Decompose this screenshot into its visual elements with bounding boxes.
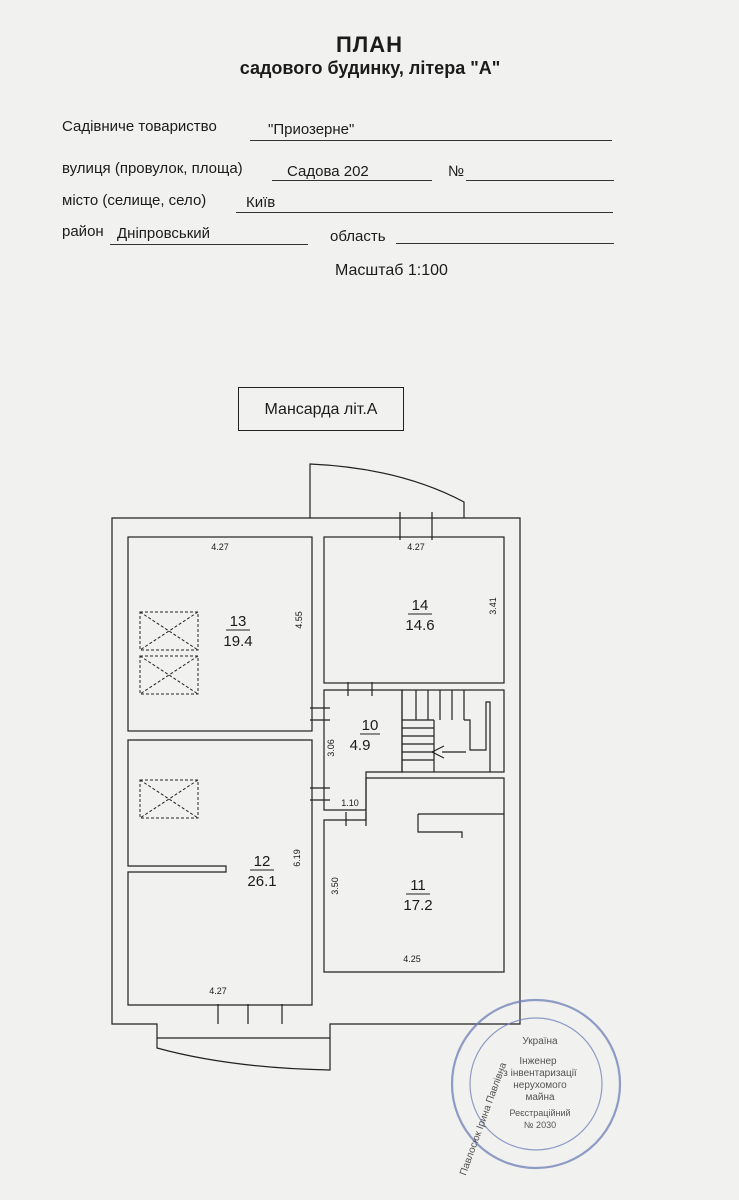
society-label: Садівниче товариство bbox=[62, 118, 217, 135]
stamp-reg-1: Реєстраційний bbox=[509, 1108, 570, 1118]
dim-r10-height: 3.06 bbox=[326, 739, 336, 757]
dim-r10-width: 1.10 bbox=[341, 798, 359, 808]
number-line bbox=[466, 180, 614, 181]
dim-r12-height: 6.19 bbox=[292, 849, 302, 867]
stamp-role-2: з інвентаризації bbox=[503, 1068, 577, 1079]
room-11-number: 11 bbox=[410, 877, 426, 894]
city-line bbox=[236, 212, 613, 213]
room-14-area: 14.6 bbox=[405, 617, 434, 634]
city-value: Київ bbox=[246, 194, 276, 211]
number-label: № bbox=[448, 163, 465, 180]
dim-r12-width: 4.27 bbox=[209, 986, 227, 996]
dim-r11-height: 3.50 bbox=[330, 877, 340, 895]
dim-r13-height: 4.55 bbox=[294, 611, 304, 629]
room-12-area: 26.1 bbox=[247, 873, 276, 890]
dim-r13-width: 4.27 bbox=[211, 542, 229, 552]
society-value: "Приозерне" bbox=[268, 121, 355, 138]
room-10-area: 4.9 bbox=[350, 737, 371, 754]
room-12-number: 12 bbox=[254, 853, 271, 870]
dim-r14-width: 4.27 bbox=[407, 542, 425, 552]
room-13-area: 19.4 bbox=[223, 633, 252, 650]
stamp-role-3: нерухомого bbox=[513, 1080, 567, 1091]
street-line bbox=[272, 180, 432, 181]
room-10-number: 10 bbox=[362, 717, 379, 734]
plan-title: ПЛАН bbox=[335, 32, 404, 57]
room-14-number: 14 bbox=[412, 597, 429, 614]
region-label: область bbox=[330, 228, 386, 245]
street-label: вулиця (провулок, площа) bbox=[62, 160, 243, 177]
official-stamp: Україна Інженер з інвентаризації нерухом… bbox=[450, 998, 622, 1177]
floor-caption: Мансарда літ.А bbox=[238, 387, 404, 431]
scale-label: Масштаб 1:100 bbox=[335, 262, 448, 279]
city-label: місто (селище, село) bbox=[62, 192, 207, 209]
region-line bbox=[396, 243, 614, 244]
room-11-area: 17.2 bbox=[403, 897, 432, 914]
stamp-country: Україна bbox=[522, 1036, 558, 1047]
stamp-role-1: Інженер bbox=[519, 1056, 557, 1067]
room-13-number: 13 bbox=[230, 613, 247, 630]
stamp-reg-2: № 2030 bbox=[524, 1120, 556, 1130]
district-line bbox=[110, 244, 308, 245]
district-label: район bbox=[62, 223, 104, 240]
plan-subtitle: садового будинку, літера "А" bbox=[239, 58, 501, 78]
dim-r14-height: 3.41 bbox=[488, 597, 498, 615]
street-value: Садова 202 bbox=[287, 163, 369, 180]
dim-r11-width: 4.25 bbox=[403, 954, 421, 964]
district-value: Дніпровський bbox=[117, 225, 211, 242]
society-line bbox=[250, 140, 612, 141]
stamp-role-4: майна bbox=[525, 1092, 555, 1103]
